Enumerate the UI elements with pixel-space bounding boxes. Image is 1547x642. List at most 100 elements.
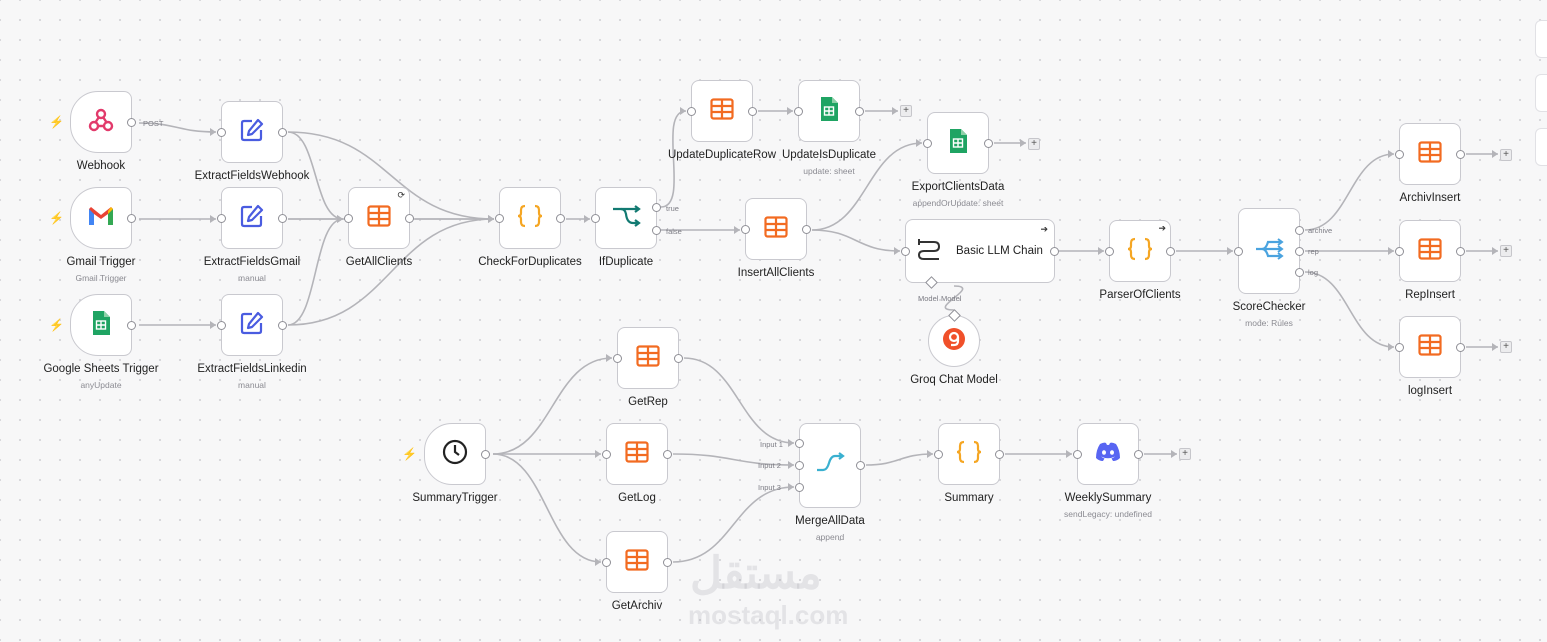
- add-node-button[interactable]: +: [1179, 448, 1191, 460]
- add-node-button[interactable]: +: [1500, 341, 1512, 353]
- output-handle[interactable]: [663, 449, 672, 459]
- side-panel-tab[interactable]: [1535, 74, 1547, 112]
- output-handle[interactable]: [278, 127, 287, 137]
- node-summary-trigger[interactable]: SummaryTrigger: [412, 423, 498, 504]
- input-handle[interactable]: [602, 557, 611, 567]
- input-handle[interactable]: [794, 106, 803, 116]
- connection-line[interactable]: [811, 229, 901, 252]
- add-node-button[interactable]: +: [1500, 245, 1512, 257]
- node-weekly-summary[interactable]: WeeklySummary sendLegacy: undefined: [1064, 423, 1152, 519]
- node-check-for-duplicates[interactable]: CheckForDuplicates: [478, 187, 582, 268]
- output-handle[interactable]: [278, 320, 287, 330]
- output-handle[interactable]: [1456, 342, 1465, 352]
- input-handle[interactable]: [217, 213, 226, 223]
- input-handle-3[interactable]: [795, 483, 804, 492]
- node-get-archiv[interactable]: GetArchiv: [602, 531, 672, 612]
- node-if-duplicate[interactable]: IfDuplicate: [591, 187, 661, 268]
- output-handle[interactable]: [984, 138, 993, 148]
- input-handle-1[interactable]: [795, 439, 804, 448]
- output-handle-true[interactable]: [652, 203, 661, 212]
- node-groq-chat-model[interactable]: Groq Chat Model: [910, 309, 998, 386]
- node-log-insert[interactable]: logInsert: [1395, 316, 1465, 397]
- node-get-all-clients[interactable]: ⟳ GetAllClients: [344, 187, 414, 268]
- arrow-right-icon[interactable]: ➔: [1040, 224, 1048, 234]
- refresh-icon[interactable]: ⟳: [397, 190, 405, 200]
- input-handle[interactable]: [344, 213, 353, 223]
- output-handle[interactable]: [127, 213, 136, 223]
- output-handle[interactable]: [663, 557, 672, 567]
- input-handle[interactable]: [591, 213, 600, 223]
- output-handle[interactable]: [405, 213, 414, 223]
- input-handle[interactable]: [495, 213, 504, 223]
- side-panel-tab[interactable]: [1535, 20, 1547, 58]
- output-handle[interactable]: [127, 117, 136, 127]
- input-handle[interactable]: [934, 449, 943, 459]
- output-handle[interactable]: [674, 353, 683, 363]
- input-handle[interactable]: [1395, 342, 1404, 352]
- model-connector-handle[interactable]: [925, 276, 938, 289]
- node-rep-insert[interactable]: RepInsert: [1395, 220, 1465, 301]
- input-handle[interactable]: [217, 320, 226, 330]
- output-handle[interactable]: [748, 106, 757, 116]
- node-archiv-insert[interactable]: ArchivInsert: [1395, 123, 1465, 204]
- side-panel-tab[interactable]: [1535, 128, 1547, 166]
- input-handle[interactable]: [741, 224, 750, 234]
- input-handle[interactable]: [901, 246, 910, 256]
- node-webhook[interactable]: Webhook: [70, 91, 136, 172]
- node-basic-llm-chain[interactable]: Basic LLM Chain ➔: [901, 219, 1059, 289]
- input-handle[interactable]: [923, 138, 932, 148]
- input-handle-2[interactable]: [795, 461, 804, 470]
- output-handle-log[interactable]: [1295, 268, 1304, 277]
- input-handle[interactable]: [613, 353, 622, 363]
- input-handle[interactable]: [1234, 246, 1243, 256]
- add-node-button[interactable]: +: [1028, 138, 1040, 150]
- node-extract-fields-linkedin[interactable]: ExtractFieldsLinkedin manual: [197, 294, 307, 390]
- node-summary[interactable]: Summary: [934, 423, 1004, 504]
- output-handle[interactable]: [802, 224, 811, 234]
- node-extract-fields-gmail[interactable]: ExtractFieldsGmail manual: [204, 187, 300, 283]
- node-merge-all-data[interactable]: MergeAllData append: [795, 423, 865, 542]
- connection-line[interactable]: [287, 218, 344, 326]
- output-handle[interactable]: [127, 320, 136, 330]
- output-handle-archive[interactable]: [1295, 226, 1304, 235]
- input-handle[interactable]: [687, 106, 696, 116]
- output-handle[interactable]: [1166, 246, 1175, 256]
- input-handle[interactable]: [1395, 246, 1404, 256]
- node-parser-of-clients[interactable]: ➔ ParserOfClients: [1099, 220, 1181, 301]
- node-update-is-duplicate[interactable]: UpdateIsDuplicate update: sheet: [782, 80, 876, 176]
- node-get-rep[interactable]: GetRep: [613, 327, 683, 408]
- node-get-log[interactable]: GetLog: [602, 423, 672, 504]
- output-handle[interactable]: [1134, 449, 1143, 459]
- output-handle[interactable]: [1456, 246, 1465, 256]
- arrow-right-icon[interactable]: ➔: [1158, 223, 1166, 233]
- output-handle[interactable]: [856, 461, 865, 470]
- node-extract-fields-webhook[interactable]: ExtractFieldsWebhook manual: [195, 101, 309, 197]
- node-export-clients-data[interactable]: ExportClientsData appendOrUpdate: sheet: [912, 112, 1004, 208]
- port-label-model: Model: [918, 294, 939, 303]
- input-handle[interactable]: [602, 449, 611, 459]
- output-handle[interactable]: [278, 213, 287, 223]
- connection-line[interactable]: [865, 453, 934, 466]
- model-output-handle[interactable]: [948, 309, 961, 322]
- input-handle[interactable]: [1395, 149, 1404, 159]
- output-handle[interactable]: [1456, 149, 1465, 159]
- node-update-duplicate-row[interactable]: UpdateDuplicateRow: [668, 80, 776, 161]
- output-handle-false[interactable]: [652, 226, 661, 235]
- input-handle[interactable]: [1105, 246, 1114, 256]
- node-google-sheets-trigger[interactable]: Google Sheets Trigger anyUpdate: [43, 294, 159, 390]
- node-score-checker[interactable]: ScoreChecker mode: Rules: [1233, 208, 1305, 328]
- output-handle[interactable]: [1050, 246, 1059, 256]
- node-gmail-trigger[interactable]: Gmail Trigger Gmail Trigger: [66, 187, 136, 283]
- output-handle-rep[interactable]: [1295, 247, 1304, 256]
- input-handle[interactable]: [217, 127, 226, 137]
- output-handle[interactable]: [995, 449, 1004, 459]
- output-handle[interactable]: [556, 213, 565, 223]
- add-node-button[interactable]: +: [1500, 149, 1512, 161]
- output-handle[interactable]: [481, 449, 490, 459]
- input-handle[interactable]: [1073, 449, 1082, 459]
- output-handle[interactable]: [855, 106, 864, 116]
- add-node-button[interactable]: +: [900, 105, 912, 117]
- connection-line[interactable]: [492, 453, 602, 563]
- node-insert-all-clients[interactable]: InsertAllClients: [738, 198, 814, 279]
